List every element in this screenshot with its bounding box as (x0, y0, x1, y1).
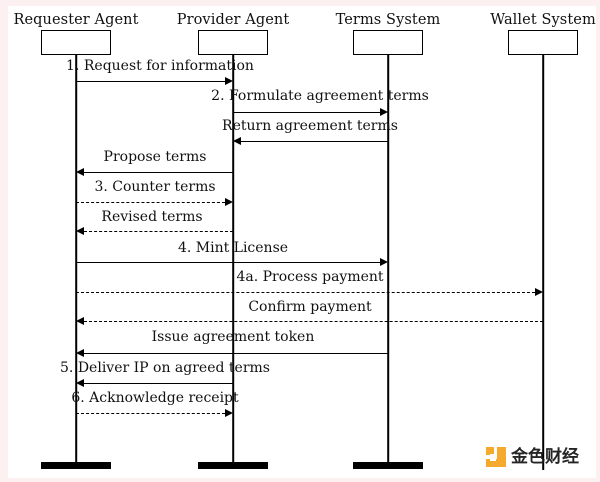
message-label-11: 5. Deliver IP on agreed terms (60, 360, 270, 376)
lifeline-requester (75, 55, 77, 462)
message-line-11 (84, 383, 233, 384)
lifeline-provider (232, 55, 234, 462)
participant-label-provider: Provider Agent (176, 12, 290, 28)
participant-box-requester (41, 30, 111, 55)
participant-label-wallet: Wallet System (490, 12, 596, 28)
jinse-logo-icon (486, 447, 506, 467)
message-label-4: Propose terms (103, 149, 207, 165)
message-label-2: 2. Formulate agreement terms (211, 88, 429, 104)
message-line-4 (84, 172, 233, 173)
terminator-provider (198, 462, 268, 469)
message-label-1: 1. Request for information (66, 58, 254, 74)
terminator-requester (41, 462, 111, 469)
watermark-jinse: 金色财经 (486, 447, 579, 467)
message-label-12: 6. Acknowledge receipt (71, 390, 239, 406)
lifeline-terms (387, 55, 389, 462)
arrowhead-right-8 (535, 288, 543, 296)
lifeline-wallet (542, 55, 544, 470)
participant-box-wallet (508, 30, 578, 55)
arrowhead-right-5 (225, 198, 233, 206)
arrowhead-left-9 (76, 317, 84, 325)
arrowhead-left-6 (76, 227, 84, 235)
arrowhead-right-7 (380, 258, 388, 266)
arrowhead-left-3 (233, 137, 241, 145)
message-line-9 (84, 321, 543, 322)
message-label-5: 3. Counter terms (94, 179, 216, 195)
message-line-6 (84, 231, 233, 232)
arrowhead-right-1 (225, 77, 233, 85)
message-line-1 (76, 81, 225, 82)
participant-label-requester: Requester Agent (13, 12, 139, 28)
diagram-canvas: Requester Agent Provider Agent Terms Sys… (8, 6, 596, 478)
message-label-10: Issue agreement token (151, 329, 315, 345)
message-line-10 (84, 353, 388, 354)
terminator-terms (353, 462, 423, 469)
message-label-6: Revised terms (101, 209, 203, 225)
message-line-2 (233, 112, 380, 113)
watermark-text: 金色财经 (511, 446, 579, 467)
message-line-8 (76, 292, 535, 293)
message-line-7 (76, 262, 380, 263)
arrowhead-left-10 (76, 349, 84, 357)
arrowhead-left-4 (76, 168, 84, 176)
message-line-3 (241, 141, 388, 142)
participant-label-terms: Terms System (335, 12, 441, 28)
participant-box-terms (353, 30, 423, 55)
arrowhead-right-12 (225, 409, 233, 417)
message-line-12 (76, 413, 225, 414)
arrowhead-left-11 (76, 379, 84, 387)
arrowhead-right-2 (380, 108, 388, 116)
message-label-8: 4a. Process payment (236, 269, 384, 285)
message-line-5 (76, 202, 225, 203)
message-label-7: 4. Mint License (177, 240, 289, 256)
participant-box-provider (198, 30, 268, 55)
message-label-3: Return agreement terms (222, 118, 398, 134)
message-label-9: Confirm payment (248, 299, 372, 315)
